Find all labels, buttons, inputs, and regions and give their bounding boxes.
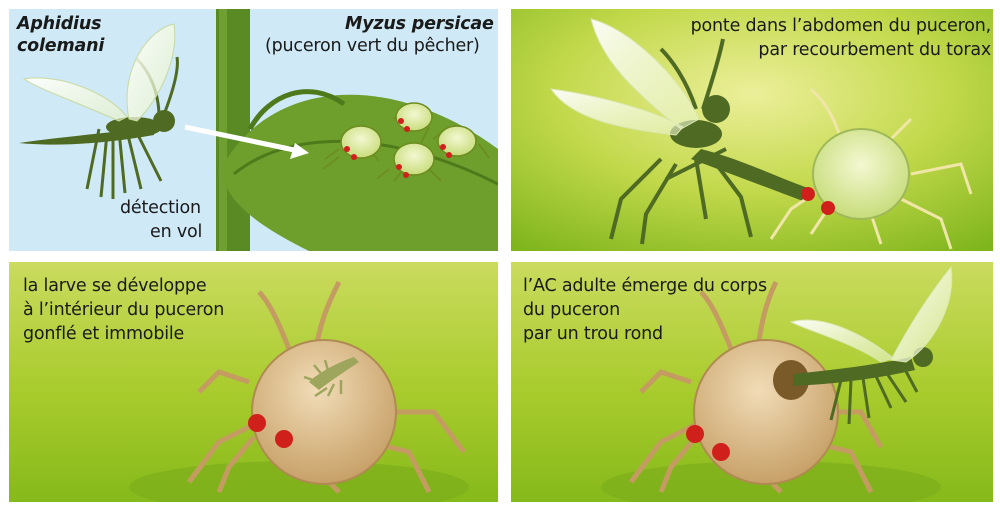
panel3-illustration <box>9 262 498 502</box>
panel-oviposition: ponte dans l’abdomen du puceron, par rec… <box>511 9 993 251</box>
emergence-text-3: par un trou rond <box>523 323 663 345</box>
oviposition-text-1: ponte dans l’abdomen du puceron, <box>691 15 991 37</box>
wasp-genus-label: Aphidius <box>17 13 101 35</box>
panel4-illustration <box>511 262 993 502</box>
leaf <box>221 95 498 251</box>
emergence-text-2: du puceron <box>523 299 620 321</box>
oviposition-text-2: par recourbement du torax <box>758 39 991 61</box>
larva-text-2: à l’intérieur du puceron <box>23 299 224 321</box>
aphid-name-label: Myzus persicae <box>345 13 494 35</box>
detection-label-2: en vol <box>150 221 202 243</box>
emergence-text-1: l’AC adulte émerge du corps <box>523 275 767 297</box>
larva-text-1: la larve se développe <box>23 275 206 297</box>
wasp-species-label: colemani <box>17 35 104 57</box>
panel-larva: la larve se développe à l’intérieur du p… <box>9 262 498 502</box>
panel-detection: Aphidius colemani Myzus persicae (pucero… <box>9 9 498 251</box>
panel-emergence: l’AC adulte émerge du corps du puceron p… <box>511 262 993 502</box>
aphid-common-label: (puceron vert du pêcher) <box>265 35 480 57</box>
larva-text-3: gonflé et immobile <box>23 323 184 345</box>
detection-label-1: détection <box>120 197 201 219</box>
